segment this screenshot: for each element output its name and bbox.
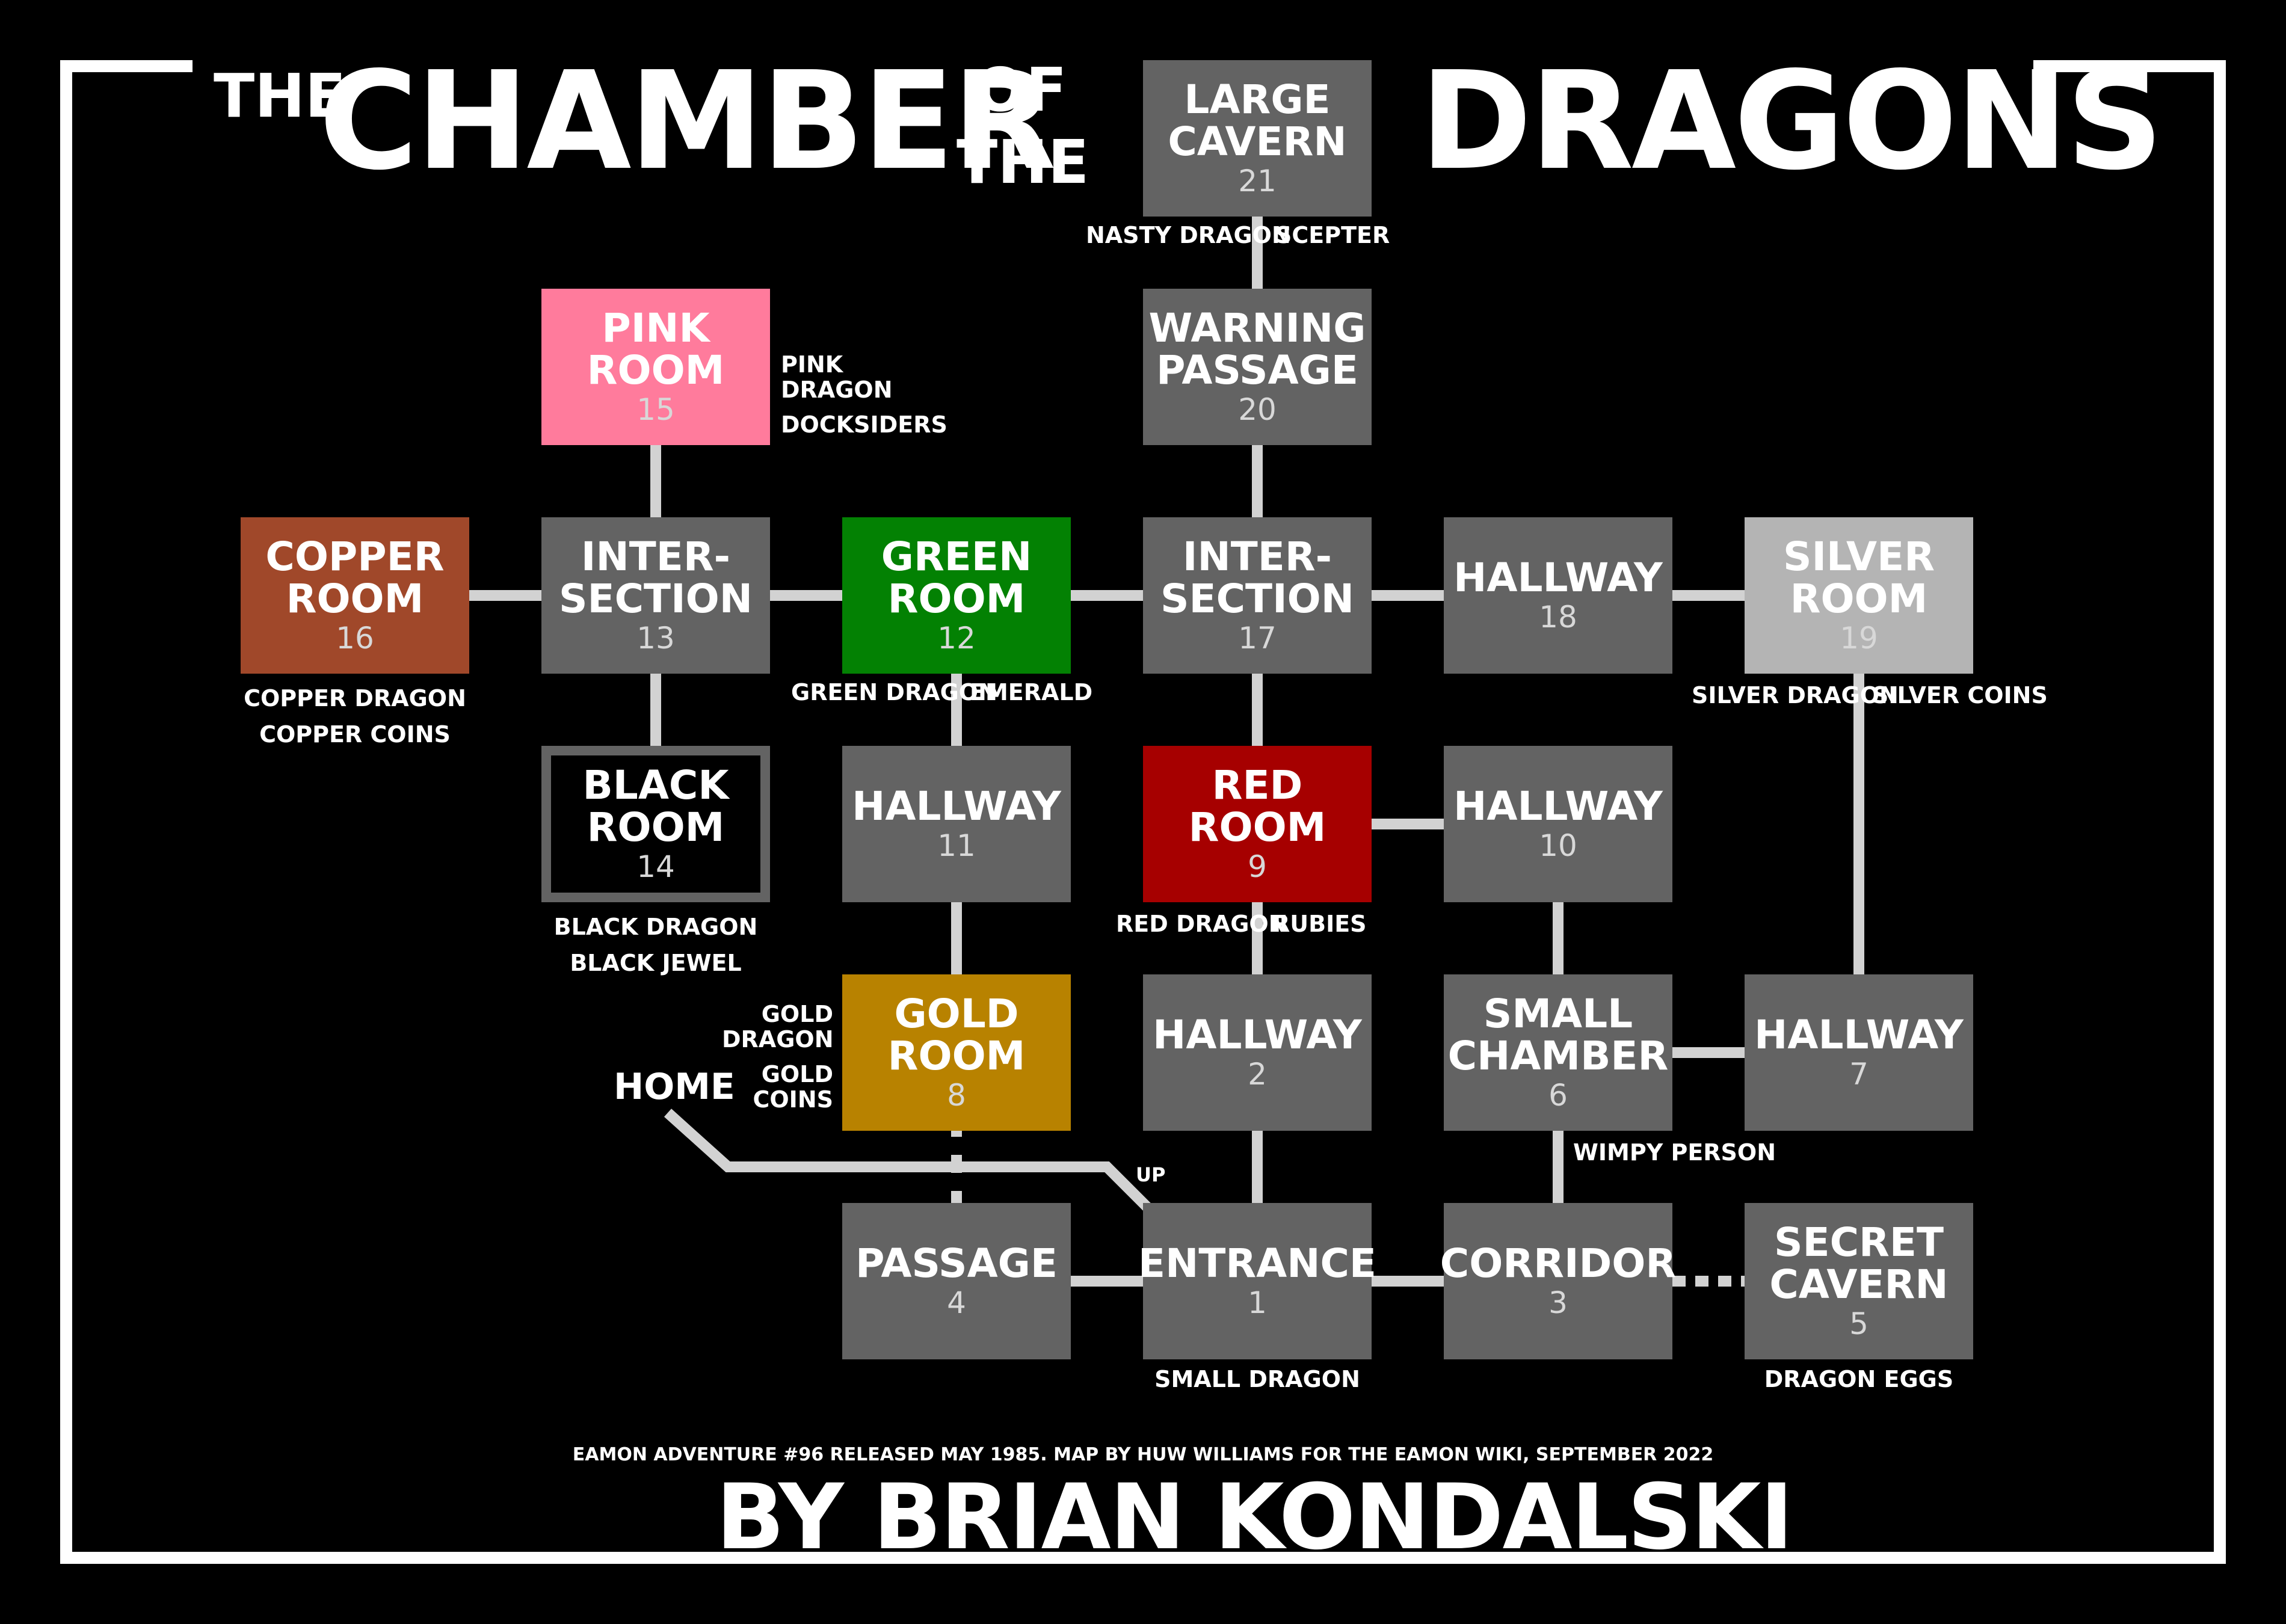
connector-home-1 (664, 1109, 1153, 1213)
room-number: 16 (336, 621, 374, 656)
room-name: HALLWAY (1153, 1012, 1362, 1058)
label-home: HOME (614, 1066, 735, 1108)
label-gold-coins: GOLD COINS (753, 1061, 833, 1113)
title-of: OF (975, 55, 1067, 125)
label-copper-coins: COPPER COINS (259, 721, 451, 748)
label-black-dragon: BLACK DRAGON (553, 914, 758, 940)
room-number: 1 (1248, 1285, 1267, 1320)
room-name: WARNING PASSAGE (1148, 305, 1366, 393)
room-number: 13 (636, 621, 675, 656)
room-number: 12 (937, 621, 976, 656)
title-the2: THE (957, 127, 1089, 197)
footer-author: BY BRIAN KONDALSKI (716, 1465, 1793, 1570)
room-number: 11 (937, 828, 976, 863)
label-silver-coins: SILVER COINS (1872, 682, 2048, 709)
room-number: 10 (1539, 828, 1577, 863)
room-number: 7 (1849, 1057, 1869, 1092)
label-copper-dragon: COPPER DRAGON (244, 685, 466, 712)
frame-left (60, 60, 72, 1564)
room-number: 20 (1238, 392, 1277, 427)
room-name: SMALL CHAMBER (1447, 991, 1669, 1079)
room-name: HALLWAY (1453, 555, 1663, 601)
room-number: 18 (1539, 600, 1577, 635)
label-pink-dragon: PINK DRAGON (781, 351, 893, 403)
room-name: BLACK ROOM (582, 762, 729, 850)
label-small-dragon: SMALL DRAGON (1154, 1366, 1360, 1392)
room-number: 8 (947, 1078, 966, 1113)
room-name: CORRIDOR (1440, 1240, 1677, 1287)
room-name: GREEN ROOM (881, 534, 1032, 622)
room-name: PASSAGE (855, 1240, 1058, 1287)
frame-bottom (60, 1552, 2226, 1564)
title-the: THE (214, 61, 347, 131)
frame-top-left (60, 60, 193, 72)
room-number: 4 (947, 1285, 966, 1320)
room-name: PINK ROOM (587, 305, 725, 393)
room-number: 9 (1248, 849, 1267, 884)
room-name: GOLD ROOM (887, 991, 1026, 1079)
label-dragon-eggs: DRAGON EGGS (1764, 1366, 1954, 1392)
room-name: INTER- SECTION (1160, 534, 1354, 622)
room-name: ENTRANCE (1138, 1240, 1376, 1287)
frame-right (2214, 60, 2226, 1564)
room-name: HALLWAY (852, 783, 1061, 829)
footer-credit: EAMON ADVENTURE #96 RELEASED MAY 1985. M… (572, 1444, 1714, 1465)
label-red-dragon: RED DRAGON (1116, 911, 1288, 937)
room-number: 19 (1840, 621, 1878, 656)
room-number: 6 (1548, 1078, 1568, 1113)
room-number: 17 (1238, 621, 1277, 656)
label-docksiders: DOCKSIDERS (781, 411, 947, 438)
room-number: 14 (636, 849, 675, 884)
room-name: COPPER ROOM (265, 534, 445, 622)
room-name: INTER- SECTION (559, 534, 753, 622)
room-name: HALLWAY (1754, 1012, 1964, 1058)
label-emerald: EMERALD (970, 679, 1093, 706)
room-number: 15 (636, 392, 675, 427)
room-number: 21 (1238, 164, 1277, 198)
room-name: LARGE CAVERN (1168, 76, 1347, 165)
label-wimpy-person: WIMPY PERSON (1573, 1139, 1776, 1166)
title-chamber: CHAMBER (319, 43, 1056, 200)
room-number: 5 (1849, 1306, 1869, 1341)
room-name: HALLWAY (1453, 783, 1663, 829)
label-scepter: SCEPTER (1275, 222, 1390, 248)
label-black-jewel: BLACK JEWEL (570, 950, 742, 976)
label-nasty-dragon: NASTY DRAGON (1086, 222, 1291, 248)
room-name: SECRET CAVERN (1769, 1219, 1949, 1308)
room-name: RED ROOM (1188, 762, 1326, 850)
room-name: SILVER ROOM (1782, 534, 1935, 622)
label-rubies: RUBIES (1272, 911, 1367, 937)
label-silver-dragon: SILVER DRAGON (1692, 682, 1899, 709)
label-up: UP (1136, 1163, 1166, 1186)
room-number: 3 (1548, 1285, 1568, 1320)
room-number: 2 (1248, 1057, 1267, 1092)
title-dragons: DRAGONS (1420, 43, 2163, 200)
frame-top-right (2033, 60, 2226, 72)
label-green-dragon: GREEN DRAGON (791, 679, 997, 706)
label-gold-dragon: GOLD DRAGON (722, 1001, 834, 1053)
